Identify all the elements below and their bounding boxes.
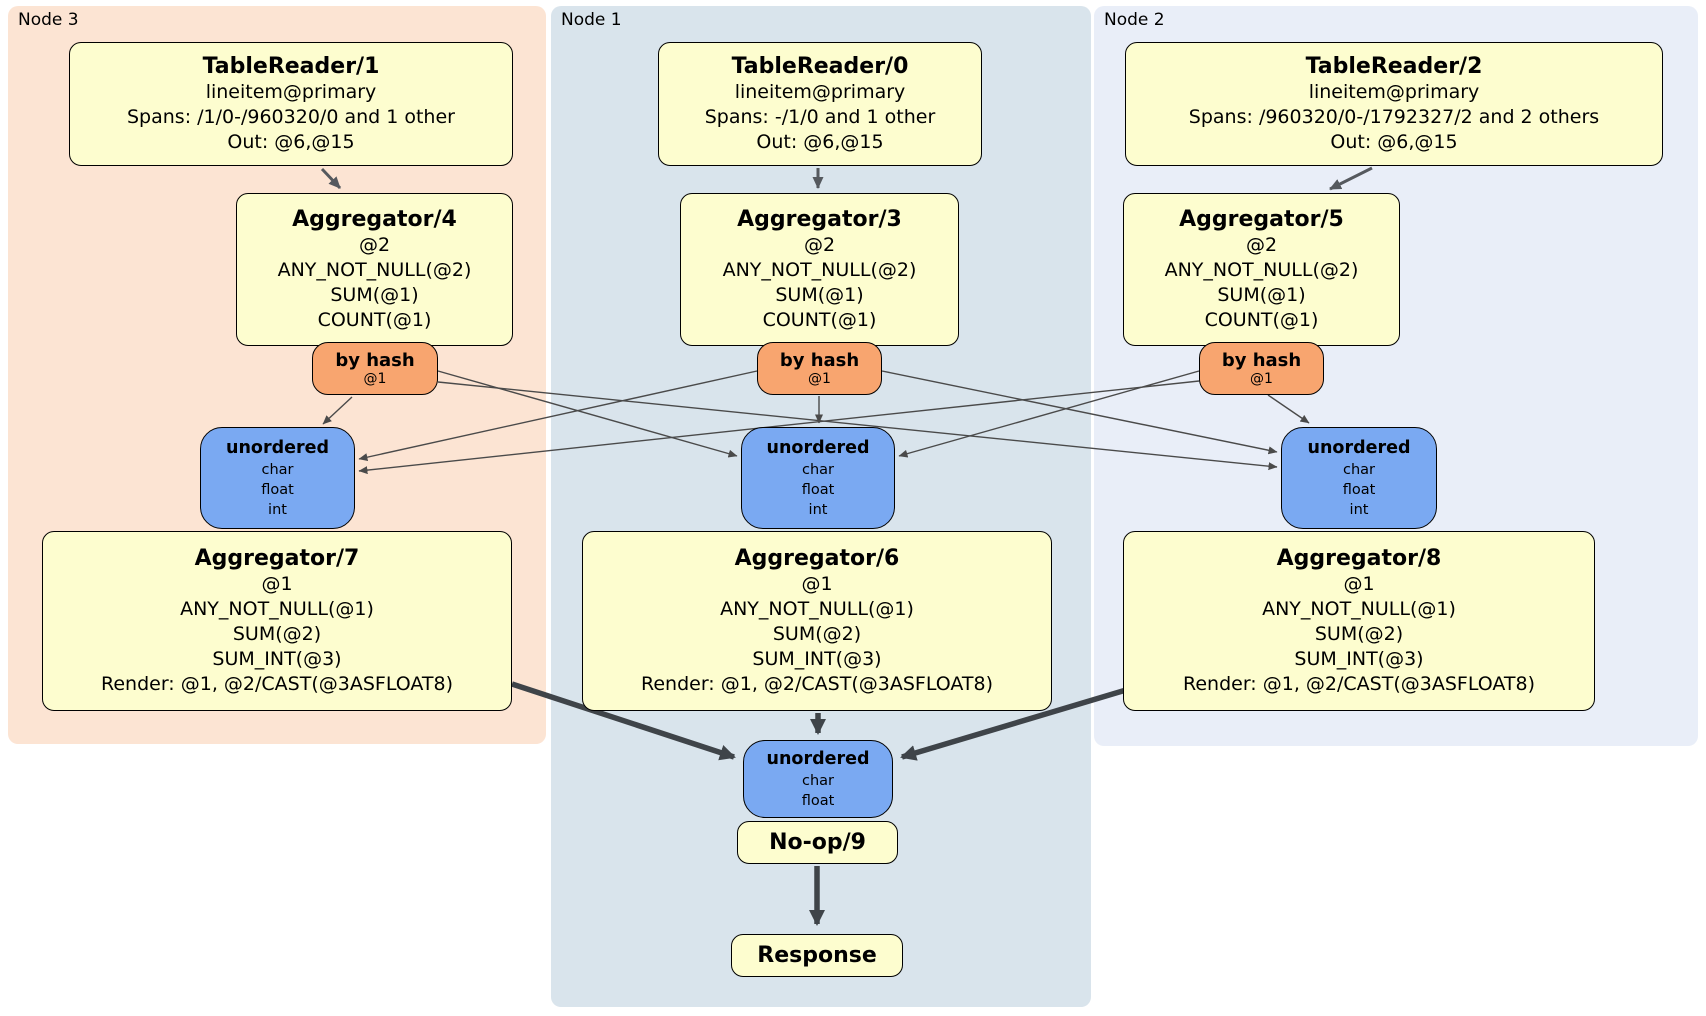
aggregator-5-groupcol: @2	[1245, 234, 1278, 256]
unordered-final-label: unordered	[766, 748, 870, 769]
unordered-node2-type-2: float	[1342, 481, 1376, 498]
aggregator-5-title: Aggregator/5	[1179, 207, 1344, 232]
tablereader-2-out: Out: @6,@15	[1330, 131, 1458, 153]
unordered-final-type-1: char	[801, 772, 834, 789]
tablereader-2-index: lineitem@primary	[1308, 81, 1480, 103]
aggregator-3-fn2: SUM(@1)	[775, 284, 864, 306]
tablereader-2-spans: Spans: /960320/0-/1792327/2 and 2 others	[1188, 106, 1600, 128]
node-noop-9: No-op/9	[737, 821, 898, 864]
sync-unordered-node3: unordered char float int	[200, 427, 355, 529]
aggregator-7-fn3: SUM_INT(@3)	[212, 648, 342, 670]
unordered-node1-type-3: int	[808, 501, 828, 518]
aggregator-7-render: Render: @1, @2/CAST(@3ASFLOAT8)	[101, 673, 453, 695]
byhash-node1-cols: @1	[808, 370, 831, 387]
aggregator-7-fn1: ANY_NOT_NULL(@1)	[180, 598, 374, 620]
aggregator-6-fn2: SUM(@2)	[772, 623, 862, 645]
aggregator-7-title: Aggregator/7	[194, 546, 360, 571]
unordered-node1-type-1: char	[801, 461, 834, 478]
node-aggregator-5: Aggregator/5 @2 ANY_NOT_NULL(@2) SUM(@1)…	[1123, 193, 1400, 346]
aggregator-4-fn1: ANY_NOT_NULL(@2)	[277, 259, 472, 281]
aggregator-3-title: Aggregator/3	[737, 207, 902, 232]
node-aggregator-7: Aggregator/7 @1 ANY_NOT_NULL(@1) SUM(@2)…	[42, 531, 512, 711]
node-tablereader-0: TableReader/0 lineitem@primary Spans: -/…	[658, 42, 982, 166]
router-byhash-node3: by hash @1	[312, 342, 438, 395]
unordered-node3-label: unordered	[226, 437, 329, 458]
aggregator-4-groupcol: @2	[358, 234, 391, 256]
aggregator-8-groupcol: @1	[1343, 573, 1375, 595]
node-aggregator-8: Aggregator/8 @1 ANY_NOT_NULL(@1) SUM(@2)…	[1123, 531, 1595, 711]
aggregator-6-fn1: ANY_NOT_NULL(@1)	[720, 598, 914, 620]
unordered-node2-label: unordered	[1307, 437, 1411, 458]
aggregator-5-fn3: COUNT(@1)	[1204, 309, 1319, 331]
unordered-node2-type-3: int	[1349, 501, 1369, 518]
tablereader-0-spans: Spans: -/1/0 and 1 other	[704, 106, 936, 128]
aggregator-5-fn1: ANY_NOT_NULL(@2)	[1164, 259, 1359, 281]
sync-unordered-node2: unordered char float int	[1281, 427, 1437, 529]
region-node2-label: Node 2	[1104, 10, 1165, 30]
aggregator-3-groupcol: @2	[803, 234, 836, 256]
byhash-node2-cols: @1	[1250, 370, 1273, 387]
node-tablereader-2: TableReader/2 lineitem@primary Spans: /9…	[1125, 42, 1663, 166]
tablereader-1-title: TableReader/1	[202, 54, 380, 79]
aggregator-3-fn3: COUNT(@1)	[762, 309, 877, 331]
aggregator-8-fn3: SUM_INT(@3)	[1294, 648, 1424, 670]
aggregator-6-fn3: SUM_INT(@3)	[752, 648, 882, 670]
router-byhash-node1: by hash @1	[757, 342, 882, 395]
tablereader-2-title: TableReader/2	[1305, 54, 1483, 79]
byhash-node3-label: by hash	[335, 349, 415, 371]
node-aggregator-6: Aggregator/6 @1 ANY_NOT_NULL(@1) SUM(@2)…	[582, 531, 1052, 711]
unordered-final-type-2: float	[801, 792, 835, 809]
node-aggregator-3: Aggregator/3 @2 ANY_NOT_NULL(@2) SUM(@1)…	[680, 193, 959, 346]
tablereader-1-index: lineitem@primary	[205, 81, 377, 103]
tablereader-0-out: Out: @6,@15	[756, 131, 884, 153]
region-node1-label: Node 1	[561, 10, 622, 30]
sync-unordered-final: unordered char float	[743, 740, 893, 818]
unordered-node3-type-2: float	[261, 481, 294, 498]
aggregator-3-fn1: ANY_NOT_NULL(@2)	[722, 259, 917, 281]
noop-9-title: No-op/9	[769, 830, 866, 855]
region-node3-label: Node 3	[18, 10, 79, 30]
aggregator-8-fn1: ANY_NOT_NULL(@1)	[1262, 598, 1456, 620]
aggregator-7-groupcol: @1	[261, 573, 293, 595]
unordered-node1-label: unordered	[766, 437, 870, 458]
aggregator-4-fn2: SUM(@1)	[330, 284, 419, 306]
unordered-node2-type-1: char	[1342, 461, 1375, 478]
unordered-node1-type-2: float	[801, 481, 835, 498]
aggregator-7-fn2: SUM(@2)	[232, 623, 322, 645]
response-title: Response	[757, 943, 877, 968]
node-aggregator-4: Aggregator/4 @2 ANY_NOT_NULL(@2) SUM(@1)…	[236, 193, 513, 346]
sync-unordered-node1: unordered char float int	[741, 427, 895, 529]
aggregator-6-render: Render: @1, @2/CAST(@3ASFLOAT8)	[641, 673, 993, 695]
aggregator-8-fn2: SUM(@2)	[1314, 623, 1404, 645]
tablereader-0-title: TableReader/0	[731, 54, 909, 79]
aggregator-4-title: Aggregator/4	[292, 207, 457, 232]
aggregator-5-fn2: SUM(@1)	[1217, 284, 1306, 306]
aggregator-4-fn3: COUNT(@1)	[317, 309, 432, 331]
aggregator-8-render: Render: @1, @2/CAST(@3ASFLOAT8)	[1183, 673, 1535, 695]
unordered-node3-type-1: char	[261, 461, 294, 478]
tablereader-1-out: Out: @6,@15	[227, 131, 355, 153]
byhash-node1-label: by hash	[779, 349, 860, 371]
aggregator-6-title: Aggregator/6	[734, 546, 900, 571]
router-byhash-node2: by hash @1	[1199, 342, 1324, 395]
byhash-node2-label: by hash	[1221, 349, 1302, 371]
unordered-node3-type-3: int	[268, 501, 287, 518]
tablereader-1-spans: Spans: /1/0-/960320/0 and 1 other	[127, 106, 455, 128]
aggregator-6-groupcol: @1	[801, 573, 833, 595]
node-response: Response	[731, 934, 903, 977]
byhash-node3-cols: @1	[363, 370, 387, 387]
tablereader-0-index: lineitem@primary	[734, 81, 906, 103]
node-tablereader-1: TableReader/1 lineitem@primary Spans: /1…	[69, 42, 513, 166]
aggregator-8-title: Aggregator/8	[1276, 546, 1442, 571]
